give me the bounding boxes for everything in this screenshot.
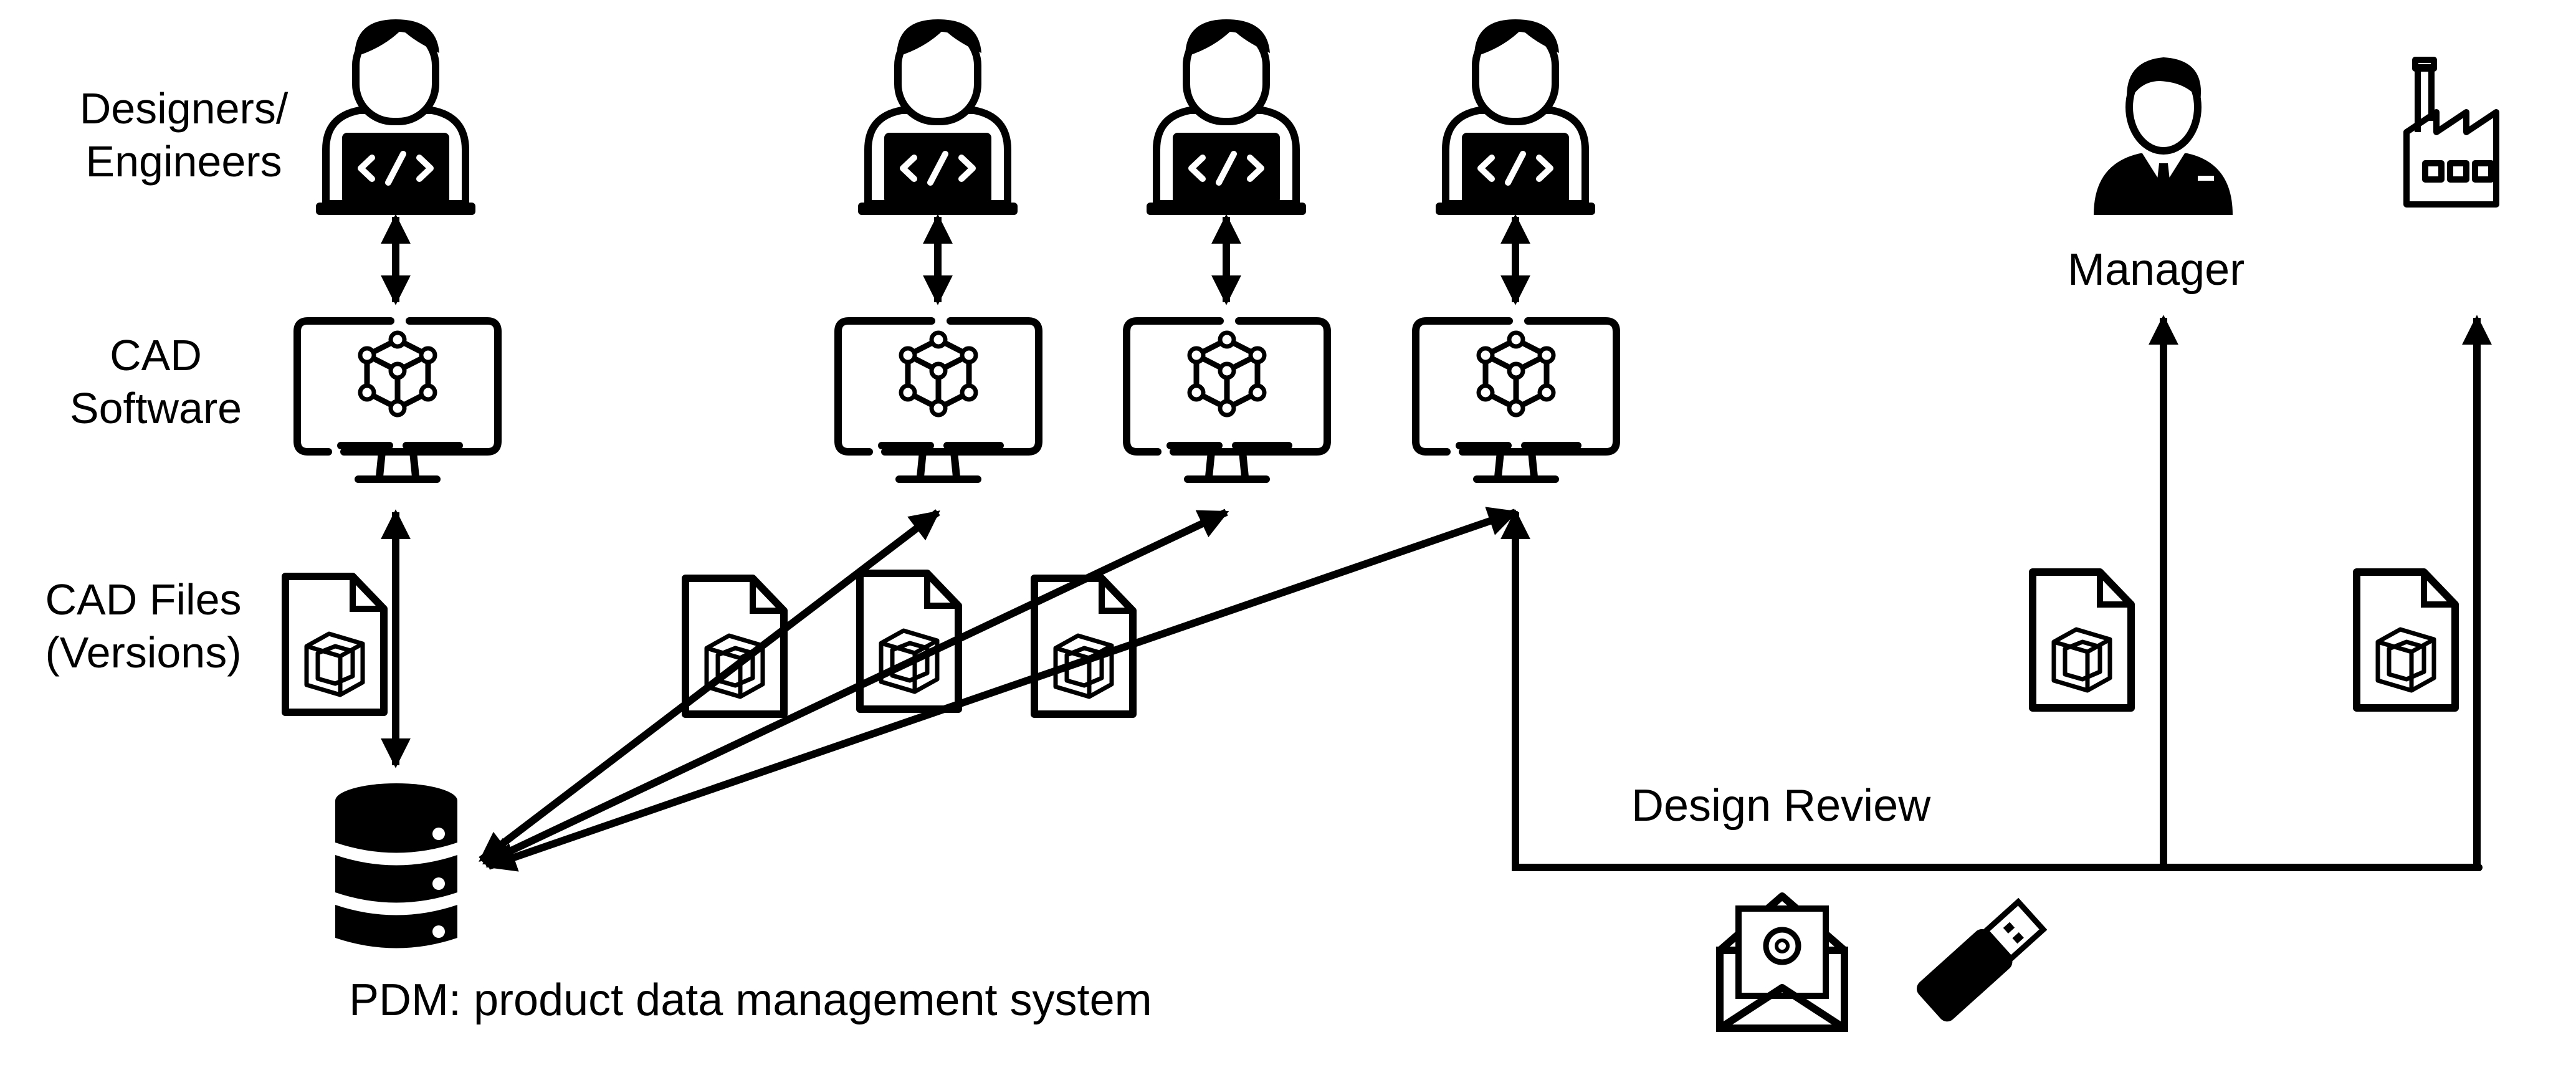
cad-label-line1: CAD bbox=[110, 331, 202, 380]
designer-icon-4 bbox=[1436, 19, 1595, 215]
manager-icon bbox=[2094, 57, 2233, 215]
designer-icon-1 bbox=[316, 19, 475, 215]
usb-drive-icon bbox=[1916, 897, 2048, 1022]
cad-files-label-line2: (Versions) bbox=[45, 628, 242, 677]
cad-file-icon-manager bbox=[2033, 572, 2131, 708]
cad-monitor-icon-4 bbox=[1416, 321, 1616, 479]
database-icon bbox=[335, 783, 457, 948]
cad-software-label: CAD Software bbox=[25, 329, 287, 436]
cad-file-icon-3 bbox=[860, 573, 958, 709]
manager-label: Manager bbox=[2068, 245, 2245, 295]
email-icon bbox=[1716, 892, 1848, 1032]
cad-files-label-line1: CAD Files bbox=[45, 575, 242, 624]
cad-files-label: CAD Files (Versions) bbox=[12, 573, 274, 680]
cad-file-icon-factory bbox=[2357, 572, 2455, 708]
designers-label-line2: Engineers bbox=[85, 137, 282, 186]
designers-engineers-label: Designers/ Engineers bbox=[53, 82, 315, 189]
cad-monitor-icon-3 bbox=[1127, 321, 1327, 479]
pdm-label: PDM: product data management system bbox=[349, 975, 1152, 1025]
cad-monitor-icon-2 bbox=[838, 321, 1039, 479]
cad-monitor-icon-1 bbox=[297, 321, 498, 479]
factory-icon bbox=[2403, 57, 2499, 208]
designers-label-line1: Designers/ bbox=[79, 84, 289, 133]
design-review-routing bbox=[1500, 315, 2492, 871]
designer-icon-2 bbox=[858, 19, 1018, 215]
design-review-label: Design Review bbox=[1631, 781, 1931, 831]
designer-cad-arrows bbox=[381, 214, 1530, 305]
cad-label-line2: Software bbox=[69, 384, 242, 433]
pdm-sync-arrows bbox=[381, 507, 1519, 872]
cad-file-icon-1 bbox=[285, 576, 384, 712]
designer-icon-3 bbox=[1147, 19, 1306, 215]
